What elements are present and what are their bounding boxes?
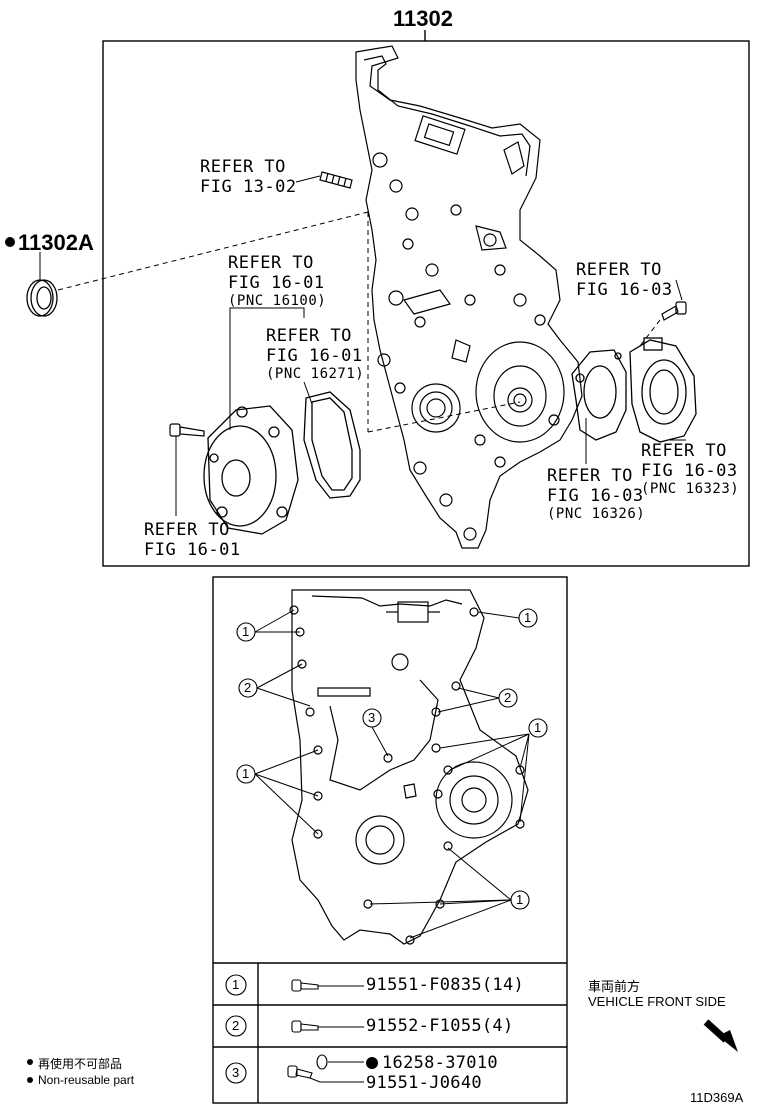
refer-to-text: REFER TO bbox=[228, 253, 314, 273]
callout-circles bbox=[225, 608, 548, 1084]
upper-frame bbox=[102, 40, 750, 567]
figure-code: 11D369A bbox=[690, 1090, 744, 1105]
refer-label-16-03-b: REFER TO FIG 16-03 (PNC 16323) bbox=[641, 441, 739, 497]
outlet-bolt bbox=[661, 301, 687, 321]
refer-label-16-03-a: REFER TO FIG 16-03 bbox=[576, 260, 673, 300]
callout-1: 1 bbox=[524, 610, 532, 625]
callout-3: 3 bbox=[368, 710, 376, 725]
bolt-part-2[interactable]: 91552-F1055(4) bbox=[366, 1016, 514, 1036]
table-bolt-icons bbox=[287, 979, 364, 1083]
refer-label-16-01-b: REFER TO FIG 16-01 (PNC 16271) bbox=[266, 326, 364, 382]
refer-to-text: REFER TO bbox=[641, 441, 727, 461]
callout-1: 1 bbox=[534, 720, 542, 735]
vehicle-front-en: VEHICLE FRONT SIDE bbox=[588, 994, 726, 1009]
refer-label-16-03-c: REFER TO FIG 16-03 (PNC 16326) bbox=[547, 466, 645, 522]
table-index-1: 1 bbox=[232, 977, 240, 992]
refer-label-16-01-c: REFER TO FIG 16-01 bbox=[144, 520, 241, 560]
fig-16-01-link[interactable]: FIG 16-01 bbox=[228, 273, 325, 293]
callout-1: 1 bbox=[516, 892, 524, 907]
fig-16-03-link[interactable]: FIG 16-03 bbox=[641, 461, 738, 481]
callout-2: 2 bbox=[244, 680, 252, 695]
bolt-part-3a[interactable]: 16258-37010 bbox=[382, 1053, 498, 1073]
assembly-part-number[interactable]: 11302 bbox=[393, 6, 453, 31]
pump-gasket bbox=[303, 391, 361, 499]
pnc-16100: (PNC 16100) bbox=[228, 293, 327, 309]
legend-en: Non-reusable part bbox=[38, 1073, 135, 1087]
vehicle-front-jp: 車両前方 bbox=[588, 979, 641, 994]
refer-label-13-02: REFER TO FIG 13-02 bbox=[200, 157, 297, 197]
fig-16-01-link[interactable]: FIG 16-01 bbox=[266, 346, 363, 366]
refer-to-text: REFER TO bbox=[144, 520, 230, 540]
outlet-gasket bbox=[571, 349, 627, 441]
stud-bolt bbox=[319, 171, 353, 189]
refer-to-text: REFER TO bbox=[547, 466, 633, 486]
fig-16-03-link[interactable]: FIG 16-03 bbox=[576, 280, 673, 300]
callout-1: 1 bbox=[242, 624, 250, 639]
bolt-location-drawing bbox=[289, 589, 529, 945]
water-outlet bbox=[629, 337, 697, 443]
legend-jp: 再使用不可部品 bbox=[38, 1057, 123, 1071]
pnc-16326: (PNC 16326) bbox=[547, 506, 646, 522]
refer-to-text: REFER TO bbox=[576, 260, 662, 280]
bolt-part-1[interactable]: 91551-F0835(14) bbox=[366, 975, 525, 995]
fig-16-01-link[interactable]: FIG 16-01 bbox=[144, 540, 241, 560]
water-pump bbox=[203, 405, 299, 535]
timing-cover-drawing bbox=[355, 45, 583, 549]
lower-frame bbox=[212, 576, 568, 1104]
fig-16-03-link[interactable]: FIG 16-03 bbox=[547, 486, 644, 506]
table-index-2: 2 bbox=[232, 1018, 240, 1033]
bolt-part-3b[interactable]: 91551-J0640 bbox=[366, 1073, 482, 1093]
vehicle-front-arrow bbox=[703, 1019, 738, 1052]
refer-to-text: REFER TO bbox=[200, 157, 286, 177]
seal-part-number[interactable]: 11302A bbox=[18, 230, 94, 255]
fig-13-02-link[interactable]: FIG 13-02 bbox=[200, 177, 297, 197]
refer-label-16-01-a: REFER TO FIG 16-01 (PNC 16100) bbox=[228, 253, 326, 309]
refer-to-text: REFER TO bbox=[266, 326, 352, 346]
table-index-3: 3 bbox=[232, 1065, 240, 1080]
callout-2: 2 bbox=[504, 690, 512, 705]
pnc-16271: (PNC 16271) bbox=[266, 366, 365, 382]
pnc-16323: (PNC 16323) bbox=[641, 481, 740, 497]
callout-1: 1 bbox=[242, 766, 250, 781]
oil-seal bbox=[26, 279, 58, 317]
pump-bolt bbox=[169, 423, 205, 437]
